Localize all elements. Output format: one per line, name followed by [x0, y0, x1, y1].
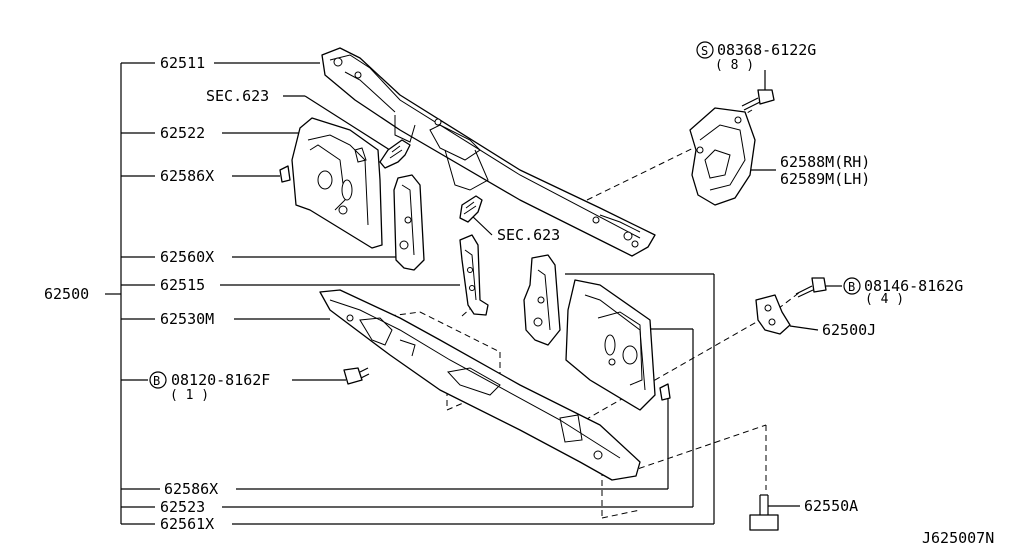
- label-62560x: 62560X: [160, 248, 214, 266]
- left-side-panel: [291, 117, 383, 249]
- label-62588m: 62588M(RH): [780, 153, 870, 171]
- label-bolt-right-prefix: B: [848, 280, 855, 294]
- hood-lock-bracket-top: [379, 139, 411, 169]
- label-62530m: 62530M: [160, 310, 214, 328]
- right-vertical-stay: [523, 254, 561, 346]
- right-side-panel: [565, 279, 656, 411]
- label-62515: 62515: [160, 276, 205, 294]
- screw-top: [741, 89, 775, 111]
- prefix-circle-bolt-left: [149, 371, 167, 389]
- label-62523: 62523: [160, 498, 205, 516]
- clip-lower: [659, 383, 671, 401]
- label-62500: 62500: [44, 285, 89, 303]
- label-diagram-code: J625007N: [922, 529, 994, 547]
- label-62586x-upper: 62586X: [160, 167, 214, 185]
- bolt-left: [343, 367, 370, 385]
- prefix-circle-screw-top: [696, 41, 714, 59]
- bolt-bottom: [749, 494, 779, 531]
- headlamp-bracket: [689, 107, 756, 206]
- label-62589m: 62589M(LH): [780, 170, 870, 188]
- label-sec623-mid: SEC.623: [497, 226, 560, 244]
- bolt-right: [795, 277, 827, 298]
- label-bolt-left-qty: ( 1 ): [170, 388, 209, 403]
- label-bolt-left-code: 08120-8162F: [171, 371, 270, 389]
- label-62511: 62511: [160, 54, 205, 72]
- label-bolt-left-prefix: B: [153, 374, 160, 388]
- label-bolt-right-code: 08146-8162G: [864, 277, 963, 295]
- label-screw-top-prefix: S: [701, 44, 708, 58]
- label-screw-top-code: 08368-6122G: [717, 41, 816, 59]
- label-bolt-right-qty: ( 4 ): [865, 292, 904, 307]
- clip-upper: [279, 165, 291, 183]
- hood-lock-bracket-mid: [459, 195, 483, 223]
- right-bracket: [755, 294, 791, 335]
- label-screw-top-qty: ( 8 ): [715, 58, 754, 73]
- label-62500j: 62500J: [822, 321, 876, 339]
- label-62561x: 62561X: [160, 515, 214, 533]
- leader-lines: [214, 62, 842, 525]
- label-62522: 62522: [160, 124, 205, 142]
- left-vertical-stay: [393, 174, 425, 271]
- upper-cross-member: [321, 47, 656, 257]
- label-62550a: 62550A: [804, 497, 858, 515]
- center-vertical-stay: [459, 234, 489, 316]
- label-62586x-lower: 62586X: [164, 480, 218, 498]
- lower-cross-member: [319, 289, 641, 481]
- label-sec623-top: SEC.623: [206, 87, 269, 105]
- left-bracket: [105, 62, 160, 525]
- prefix-circle-bolt-right: [843, 277, 861, 295]
